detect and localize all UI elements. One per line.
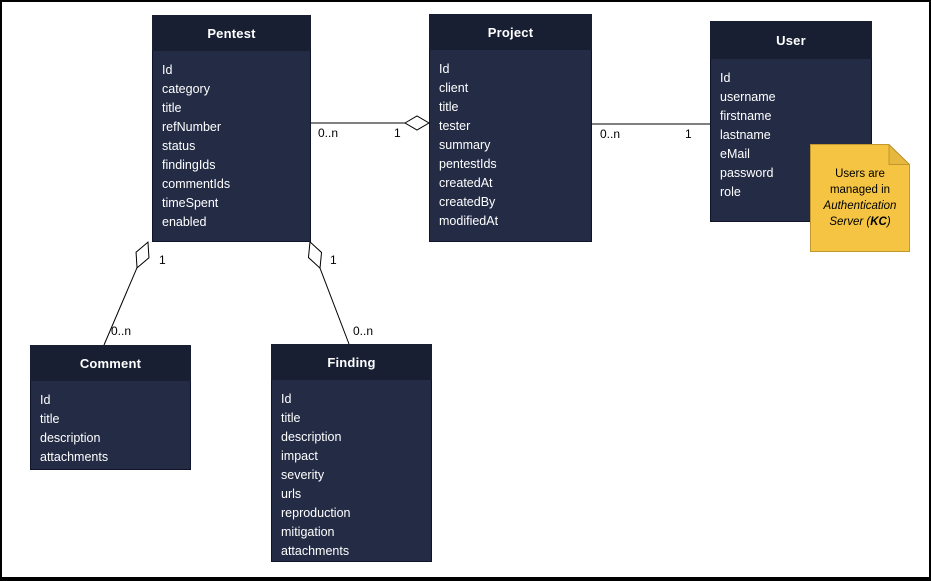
entity-comment-fields: Id title description attachments [30, 381, 191, 467]
field: Id [40, 393, 51, 407]
note-shape [810, 144, 910, 252]
field: category [162, 82, 210, 96]
field: firstname [720, 109, 772, 123]
note-line: Server (KC) [829, 216, 891, 228]
field: reproduction [281, 506, 351, 520]
field: Id [720, 71, 731, 85]
field: impact [281, 449, 318, 463]
field: summary [439, 138, 491, 152]
note-line: Users are [835, 168, 885, 180]
multiplicity-project-user-target: 1 [685, 127, 692, 141]
entity-project: Project Id client title tester summary p… [429, 14, 592, 242]
entity-project-title: Project [429, 14, 592, 50]
entity-pentest: Pentest Id category title refNumber stat… [152, 15, 311, 242]
field: title [162, 101, 182, 115]
field: eMail [720, 147, 750, 161]
field: Id [162, 63, 173, 77]
field: refNumber [162, 120, 222, 134]
field: enabled [162, 215, 207, 229]
field: severity [281, 468, 325, 482]
multiplicity-pentest-comment-one: 1 [159, 253, 166, 267]
field: attachments [281, 544, 350, 558]
entity-pentest-title: Pentest [152, 15, 311, 51]
multiplicity-pentest-comment-many: 0..n [111, 324, 132, 338]
field: pentestIds [439, 157, 497, 171]
field: findingIds [162, 158, 216, 172]
aggregation-diamond-project [404, 115, 430, 131]
entity-finding: Finding Id title description impact seve… [271, 344, 432, 562]
entity-comment-title: Comment [30, 345, 191, 381]
multiplicity-pentest-project-target: 1 [394, 126, 401, 140]
field: Id [439, 62, 450, 76]
field: lastname [720, 128, 771, 142]
field: title [439, 100, 459, 114]
note-line: managed in [829, 184, 891, 196]
multiplicity-pentest-finding-one: 1 [330, 253, 337, 267]
field: createdAt [439, 176, 493, 190]
field: tester [439, 119, 471, 133]
field: Id [281, 392, 292, 406]
field: urls [281, 487, 302, 501]
field: modifiedAt [439, 214, 499, 228]
note-users-managed: Users are managed in Authentication Serv… [810, 144, 910, 252]
field: timeSpent [162, 196, 219, 210]
field: title [281, 411, 301, 425]
multiplicity-pentest-finding-many: 0..n [353, 324, 374, 338]
field: attachments [40, 450, 109, 464]
field: role [720, 185, 741, 199]
field: createdBy [439, 195, 496, 209]
aggregation-diamond-finding [307, 240, 323, 270]
note-line: Authentication [823, 200, 897, 212]
field: username [720, 90, 776, 104]
field: commentIds [162, 177, 231, 191]
entity-pentest-fields: Id category title refNumber status findi… [152, 51, 311, 232]
entity-user-fields: Id username firstname lastname eMail pas… [710, 59, 872, 202]
field: title [40, 412, 60, 426]
entity-project-fields: Id client title tester summary pentestId… [429, 50, 592, 231]
aggregation-diamond-comment [135, 241, 150, 269]
multiplicity-pentest-project-source: 0..n [318, 126, 339, 140]
field: description [40, 431, 101, 445]
entity-comment: Comment Id title description attachments [30, 345, 191, 470]
field: status [162, 139, 196, 153]
field: description [281, 430, 342, 444]
field: mitigation [281, 525, 335, 539]
multiplicity-project-user-source: 0..n [600, 127, 621, 141]
field: client [439, 81, 469, 95]
note-text: Users are managed in Authentication Serv… [810, 144, 910, 252]
entity-finding-title: Finding [271, 344, 432, 380]
entity-user-title: User [710, 21, 872, 59]
entity-finding-fields: Id title description impact severity url… [271, 380, 432, 561]
field: password [720, 166, 774, 180]
